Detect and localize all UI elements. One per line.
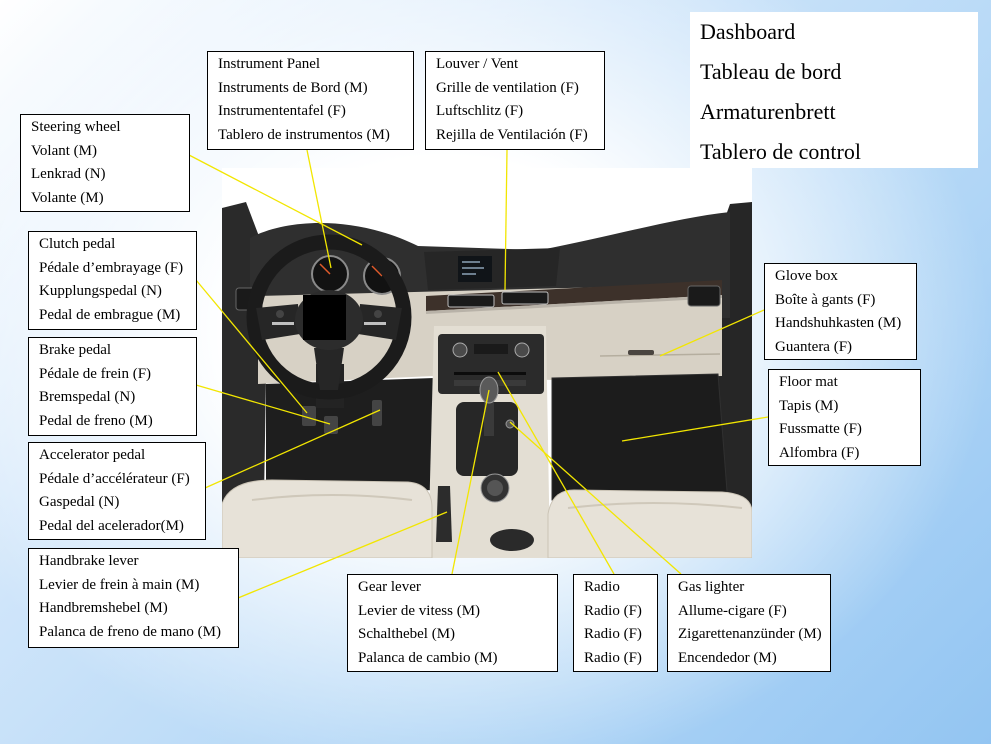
label-french: Grille de ventilation (F) bbox=[436, 79, 579, 96]
glove-box-handle bbox=[628, 350, 654, 355]
label-english: Accelerator pedal bbox=[39, 447, 146, 463]
label-gas-lighter: Gas lighter Allume-cigare (F) Zigaretten… bbox=[667, 574, 831, 672]
title-german: Armaturenbrett bbox=[700, 99, 836, 124]
label-french: Pédale de frein (F) bbox=[39, 365, 152, 382]
left-seat-seam bbox=[251, 494, 413, 501]
climate-display bbox=[474, 344, 508, 354]
label-german: Zigarettenanzünder (M) bbox=[678, 626, 822, 642]
label-floor-mat: Floor mat Tapis (M) Fussmatte (F) Alfomb… bbox=[768, 369, 921, 466]
cigarette-lighter bbox=[505, 419, 515, 429]
label-spanish: Radio (F) bbox=[584, 649, 642, 666]
label-spanish: Guantera (F) bbox=[775, 338, 853, 355]
spoke-accent-left bbox=[272, 322, 294, 325]
label-french: Radio (F) bbox=[584, 602, 642, 619]
idrive-controller-center bbox=[487, 480, 503, 496]
label-english: Brake pedal bbox=[39, 342, 112, 358]
spoke-accent-right bbox=[364, 322, 386, 325]
label-spanish: Encendedor (M) bbox=[678, 649, 777, 666]
right-seat bbox=[547, 489, 752, 558]
label-spanish: Pedal de embrague (M) bbox=[39, 306, 181, 323]
screen-detail-1 bbox=[462, 261, 480, 263]
cup-holder bbox=[490, 529, 534, 551]
label-spanish: Palanca de freno de mano (M) bbox=[39, 623, 222, 640]
label-german: Handshuhkasten (M) bbox=[775, 315, 902, 331]
label-spanish: Tablero de instrumentos (M) bbox=[218, 126, 390, 143]
left-seat bbox=[222, 479, 433, 558]
screen-detail-2 bbox=[462, 267, 484, 269]
wheel-button-right bbox=[374, 310, 382, 318]
label-instrument-panel: Instrument Panel Instruments de Bord (M)… bbox=[207, 51, 414, 150]
center-vent-left bbox=[447, 294, 495, 308]
label-french: Pédale d’embrayage (F) bbox=[39, 259, 184, 276]
label-german: Gaspedal (N) bbox=[39, 494, 120, 510]
radio-cd-slot bbox=[454, 372, 526, 375]
accelerator-pedal-shape bbox=[372, 400, 382, 426]
brake-pedal-shape bbox=[324, 416, 338, 434]
label-german: Handbremshebel (M) bbox=[39, 600, 168, 616]
label-french: Allume-cigare (F) bbox=[678, 602, 787, 619]
label-english: Gear lever bbox=[358, 579, 421, 595]
car-interior-photo bbox=[222, 168, 752, 558]
label-spanish: Alfombra (F) bbox=[779, 444, 860, 461]
clutch-pedal-shape bbox=[302, 406, 316, 426]
gear-knob bbox=[479, 376, 499, 404]
title-french: Tableau de bord bbox=[700, 59, 842, 84]
label-german: Kupplungspedal (N) bbox=[39, 283, 162, 299]
radio-knob-right bbox=[514, 342, 530, 358]
radio-knob-left bbox=[452, 342, 468, 358]
label-english: Radio bbox=[584, 579, 620, 595]
label-english: Steering wheel bbox=[31, 119, 121, 135]
label-english: Gas lighter bbox=[678, 579, 745, 595]
label-spanish: Rejilla de Ventilación (F) bbox=[436, 126, 588, 143]
label-spanish: Pedal del acelerador(M) bbox=[39, 517, 184, 534]
center-vent-right bbox=[501, 291, 549, 305]
label-german: Luftschlitz (F) bbox=[436, 103, 524, 119]
right-floor-mat bbox=[551, 373, 729, 505]
label-louver-vent: Louver / Vent Grille de ventilation (F) … bbox=[425, 51, 605, 150]
label-spanish: Volante (M) bbox=[31, 189, 104, 206]
redaction-square bbox=[303, 295, 346, 340]
label-french: Instruments de Bord (M) bbox=[218, 79, 368, 96]
label-brake-pedal: Brake pedal Pédale de frein (F) Bremsped… bbox=[28, 337, 197, 436]
label-english: Handbrake lever bbox=[39, 553, 139, 569]
label-german: Fussmatte (F) bbox=[779, 421, 862, 437]
dashboard-trim-highlight bbox=[426, 295, 722, 314]
handbrake-lever-shape bbox=[436, 486, 452, 542]
label-clutch-pedal: Clutch pedal Pédale d’embrayage (F) Kupp… bbox=[28, 231, 197, 330]
label-english: Floor mat bbox=[779, 374, 838, 390]
right-gauge-needle bbox=[371, 265, 383, 277]
screen-detail-3 bbox=[462, 273, 476, 275]
label-english: Clutch pedal bbox=[39, 236, 116, 252]
label-gear-lever: Gear lever Levier de vitess (M) Schalthe… bbox=[347, 574, 558, 672]
label-handbrake-lever: Handbrake lever Levier de frein à main (… bbox=[28, 548, 239, 648]
label-french: Levier de vitess (M) bbox=[358, 602, 481, 619]
label-french: Levier de frein à main (M) bbox=[39, 576, 200, 593]
label-spanish: Palanca de cambio (M) bbox=[358, 649, 498, 666]
label-glove-box: Glove box Boîte à gants (F) Handshuhkast… bbox=[764, 263, 917, 360]
label-spanish: Pedal de freno (M) bbox=[39, 412, 153, 429]
title-spanish: Tablero de control bbox=[700, 139, 861, 164]
label-german: Bremspedal (N) bbox=[39, 389, 136, 405]
steering-spoke-bottom bbox=[314, 348, 344, 390]
right-side-vent bbox=[687, 285, 721, 307]
label-english: Louver / Vent bbox=[436, 56, 519, 72]
label-german: Radio (F) bbox=[584, 626, 642, 642]
label-french: Pédale d’accélérateur (F) bbox=[39, 470, 190, 487]
title-english: Dashboard bbox=[700, 19, 796, 44]
label-english: Instrument Panel bbox=[218, 56, 321, 72]
label-accelerator-pedal: Accelerator pedal Pédale d’accélérateur … bbox=[28, 442, 206, 540]
dashboard-wood-trim bbox=[426, 280, 722, 311]
wheel-button-left bbox=[276, 310, 284, 318]
label-steering-wheel: Steering wheel Volant (M) Lenkrad (N) Vo… bbox=[20, 114, 190, 212]
title-box: Dashboard Tableau de bord Armaturenbrett… bbox=[690, 12, 978, 168]
label-german: Lenkrad (N) bbox=[31, 166, 106, 182]
label-french: Volant (M) bbox=[31, 142, 97, 159]
label-french: Boîte à gants (F) bbox=[775, 291, 876, 308]
label-english: Glove box bbox=[775, 268, 838, 284]
label-radio: Radio Radio (F) Radio (F) Radio (F) bbox=[573, 574, 658, 672]
label-german: Instrumententafel (F) bbox=[218, 103, 346, 119]
label-german: Schalthebel (M) bbox=[358, 626, 456, 642]
label-french: Tapis (M) bbox=[779, 397, 839, 414]
